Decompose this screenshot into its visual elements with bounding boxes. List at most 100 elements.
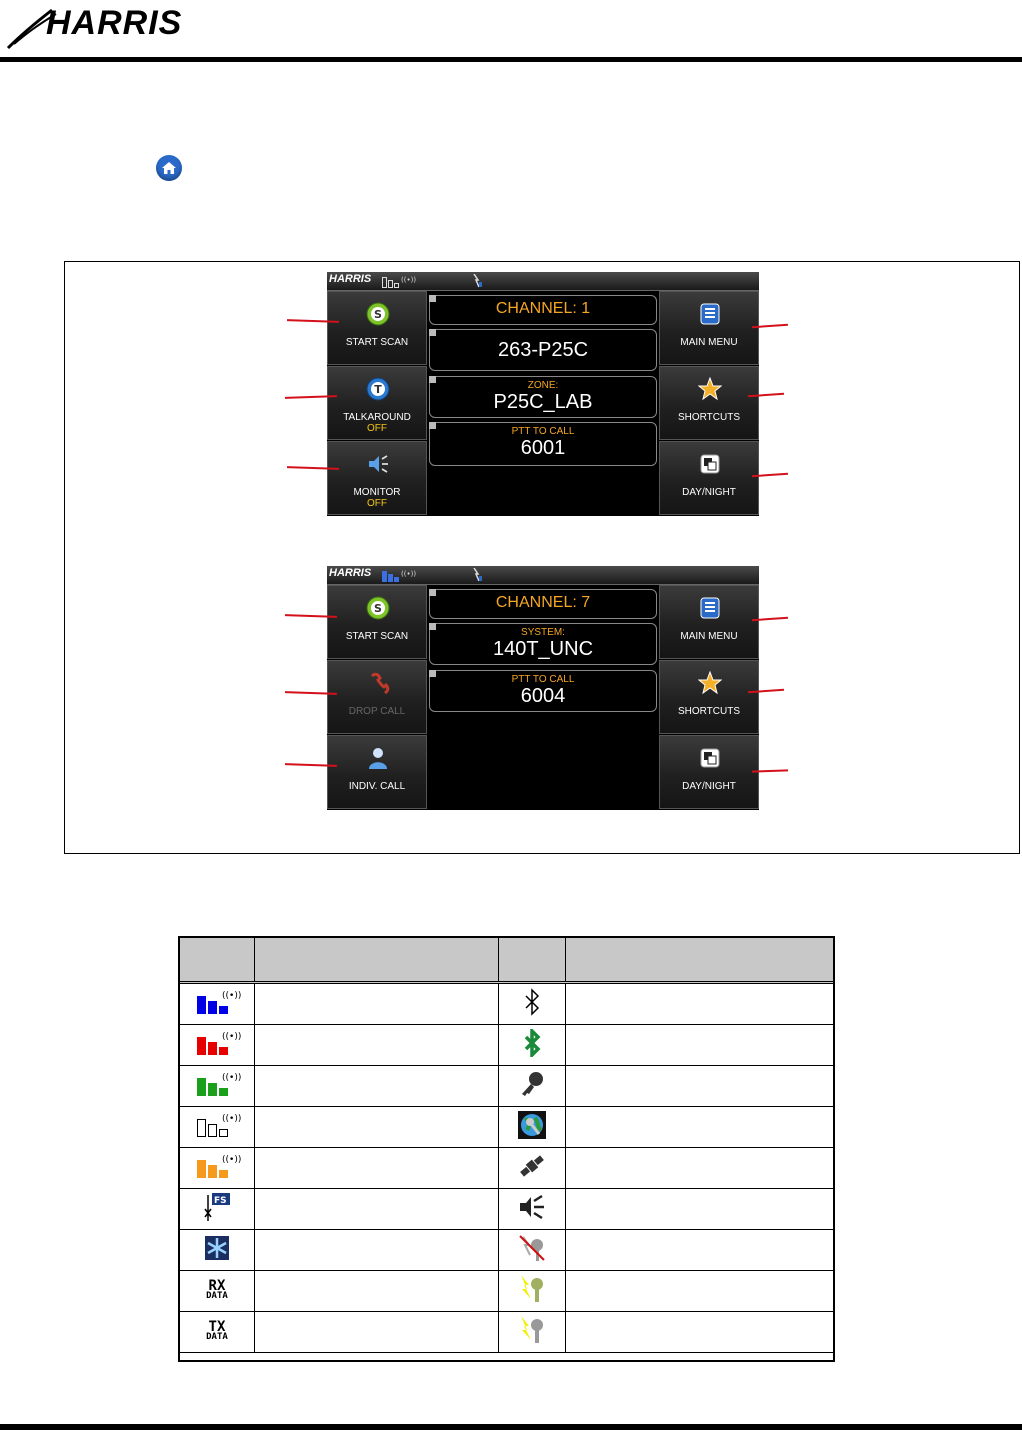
table-cell: [565, 1024, 835, 1066]
table-cell: [253, 1229, 499, 1271]
ptt-field: PTT TO CALL 6004: [429, 670, 657, 712]
globe-key-icon: [517, 1110, 546, 1139]
main-menu-button[interactable]: MAIN MENU: [659, 291, 759, 365]
status-bar: HARRIS ((•)): [327, 566, 759, 585]
start-scan-label: START SCAN: [345, 337, 409, 348]
ptt-caption: PTT TO CALL: [511, 674, 575, 685]
status-icon-table: ((•)) ((•)) ((•)) ((•)) ((•)) FS: [179, 937, 835, 1353]
monitor-state: OFF: [367, 498, 387, 509]
channel-title: CHANNEL: 7: [495, 594, 591, 611]
bluetooth-green-icon: [524, 1026, 541, 1059]
zone-value: P25C_LAB: [493, 391, 593, 413]
scan-icon: S: [366, 302, 390, 326]
shortcuts-button[interactable]: SHORTCUTS: [659, 660, 759, 734]
table-header-row: [179, 937, 835, 984]
shortcuts-label: SHORTCUTS: [677, 412, 741, 423]
main-menu-button[interactable]: MAIN MENU: [659, 585, 759, 659]
table-header-cell: [565, 937, 835, 984]
monitor-button[interactable]: MONITOR OFF: [327, 441, 427, 515]
table-cell: [565, 1106, 835, 1148]
header-rule: [0, 57, 1022, 62]
phone-hangup-icon: [370, 672, 390, 695]
signal-orange-icon: ((•)): [196, 1155, 241, 1178]
day-night-button[interactable]: DAY/NIGHT: [659, 441, 759, 515]
drop-call-button[interactable]: DROP CALL: [327, 660, 427, 734]
svg-text:S: S: [374, 308, 382, 321]
svg-text:((•)): ((•)): [222, 1073, 241, 1083]
table-cell: [253, 1147, 499, 1189]
star-icon: [698, 671, 722, 695]
table-row: [179, 1229, 835, 1271]
table-cell: [565, 1188, 835, 1230]
field-marker: [429, 295, 436, 302]
brand-name: HARRIS: [46, 4, 183, 42]
svg-text:T: T: [374, 383, 382, 396]
ptt-field: PTT TO CALL 6001: [429, 422, 657, 466]
svg-text:((•)): ((•)): [401, 570, 416, 578]
table-cell: [253, 1024, 499, 1066]
table-row: ((•)): [179, 1106, 835, 1148]
shortcuts-button[interactable]: SHORTCUTS: [659, 366, 759, 440]
table-header-cell: [179, 937, 255, 984]
bluetooth-outline-icon: [525, 987, 540, 1016]
harris-logo: HARRIS: [6, 0, 186, 52]
harris-swoosh-icon: [6, 8, 57, 50]
talkaround-label: TALKAROUND: [343, 412, 411, 423]
status-brand: HARRIS: [329, 273, 372, 285]
satellite-icon: [520, 1154, 544, 1177]
footer-rule: [0, 1424, 1022, 1430]
signal-blue-icon: ((•)): [382, 570, 416, 582]
system-field: SYSTEM: 140T_UNC: [429, 623, 657, 665]
lightning-key-gray-icon: [520, 1315, 543, 1343]
talkaround-icon: T: [366, 377, 390, 401]
tx-text: TX: [208, 1319, 226, 1335]
battery-icon: [473, 274, 482, 288]
ptt-value: 6001: [520, 437, 566, 459]
speaker-icon: [369, 455, 388, 473]
field-marker: [429, 422, 436, 429]
table-cell: [565, 982, 835, 1025]
svg-text:((•)): ((•)): [222, 991, 241, 1001]
system-caption: SYSTEM:: [521, 627, 565, 638]
signal-empty-icon: ((•)): [382, 276, 416, 288]
rx-data-text: DATA: [206, 1291, 228, 1301]
table-cell: [253, 1065, 499, 1107]
talkaround-button[interactable]: T TALKAROUND OFF: [327, 366, 427, 440]
day-night-icon: [700, 748, 720, 768]
ptt-caption: PTT TO CALL: [511, 426, 575, 437]
signal-empty-icon: ((•)): [196, 1114, 241, 1137]
svg-text:S: S: [374, 602, 382, 615]
day-night-button[interactable]: DAY/NIGHT: [659, 735, 759, 809]
snowflake-icon: [204, 1235, 229, 1260]
start-scan-button[interactable]: S START SCAN: [327, 585, 427, 659]
field-marker: [429, 329, 436, 336]
signal-blue-icon: ((•)): [196, 991, 241, 1014]
rx-text: RX: [208, 1278, 226, 1294]
signal-green-icon: ((•)): [196, 1073, 241, 1096]
drop-call-label: DROP CALL: [348, 706, 406, 717]
radio-screen-conventional: HARRIS ((•)) S START SCAN T TALKAROUND O…: [327, 272, 759, 516]
radio-screen-trunked: HARRIS ((•)) S START SCAN DROP CALL INDI…: [327, 566, 759, 810]
fs-antenna-icon: FS: [204, 1192, 230, 1221]
table-cell: [253, 1311, 499, 1353]
main-menu-label: MAIN MENU: [680, 631, 738, 642]
channel-title: CHANNEL: 1: [495, 300, 591, 317]
lightning-key-green-icon: [520, 1274, 543, 1302]
start-scan-button[interactable]: S START SCAN: [327, 291, 427, 365]
indiv-call-button[interactable]: INDIV. CALL: [327, 735, 427, 809]
monitor-label: MONITOR: [353, 487, 401, 498]
table-cell: [253, 982, 499, 1025]
table-row: ((•)): [179, 1065, 835, 1107]
table-row: ((•)): [179, 1147, 835, 1189]
table-row: FS: [179, 1188, 835, 1230]
ptt-value: 6004: [520, 685, 566, 707]
table-row: ((•)): [179, 1024, 835, 1066]
tx-data-text: DATA: [206, 1332, 228, 1342]
table-cell: [253, 1106, 499, 1148]
talkaround-state: OFF: [367, 423, 387, 434]
zone-caption: ZONE:: [527, 380, 559, 391]
